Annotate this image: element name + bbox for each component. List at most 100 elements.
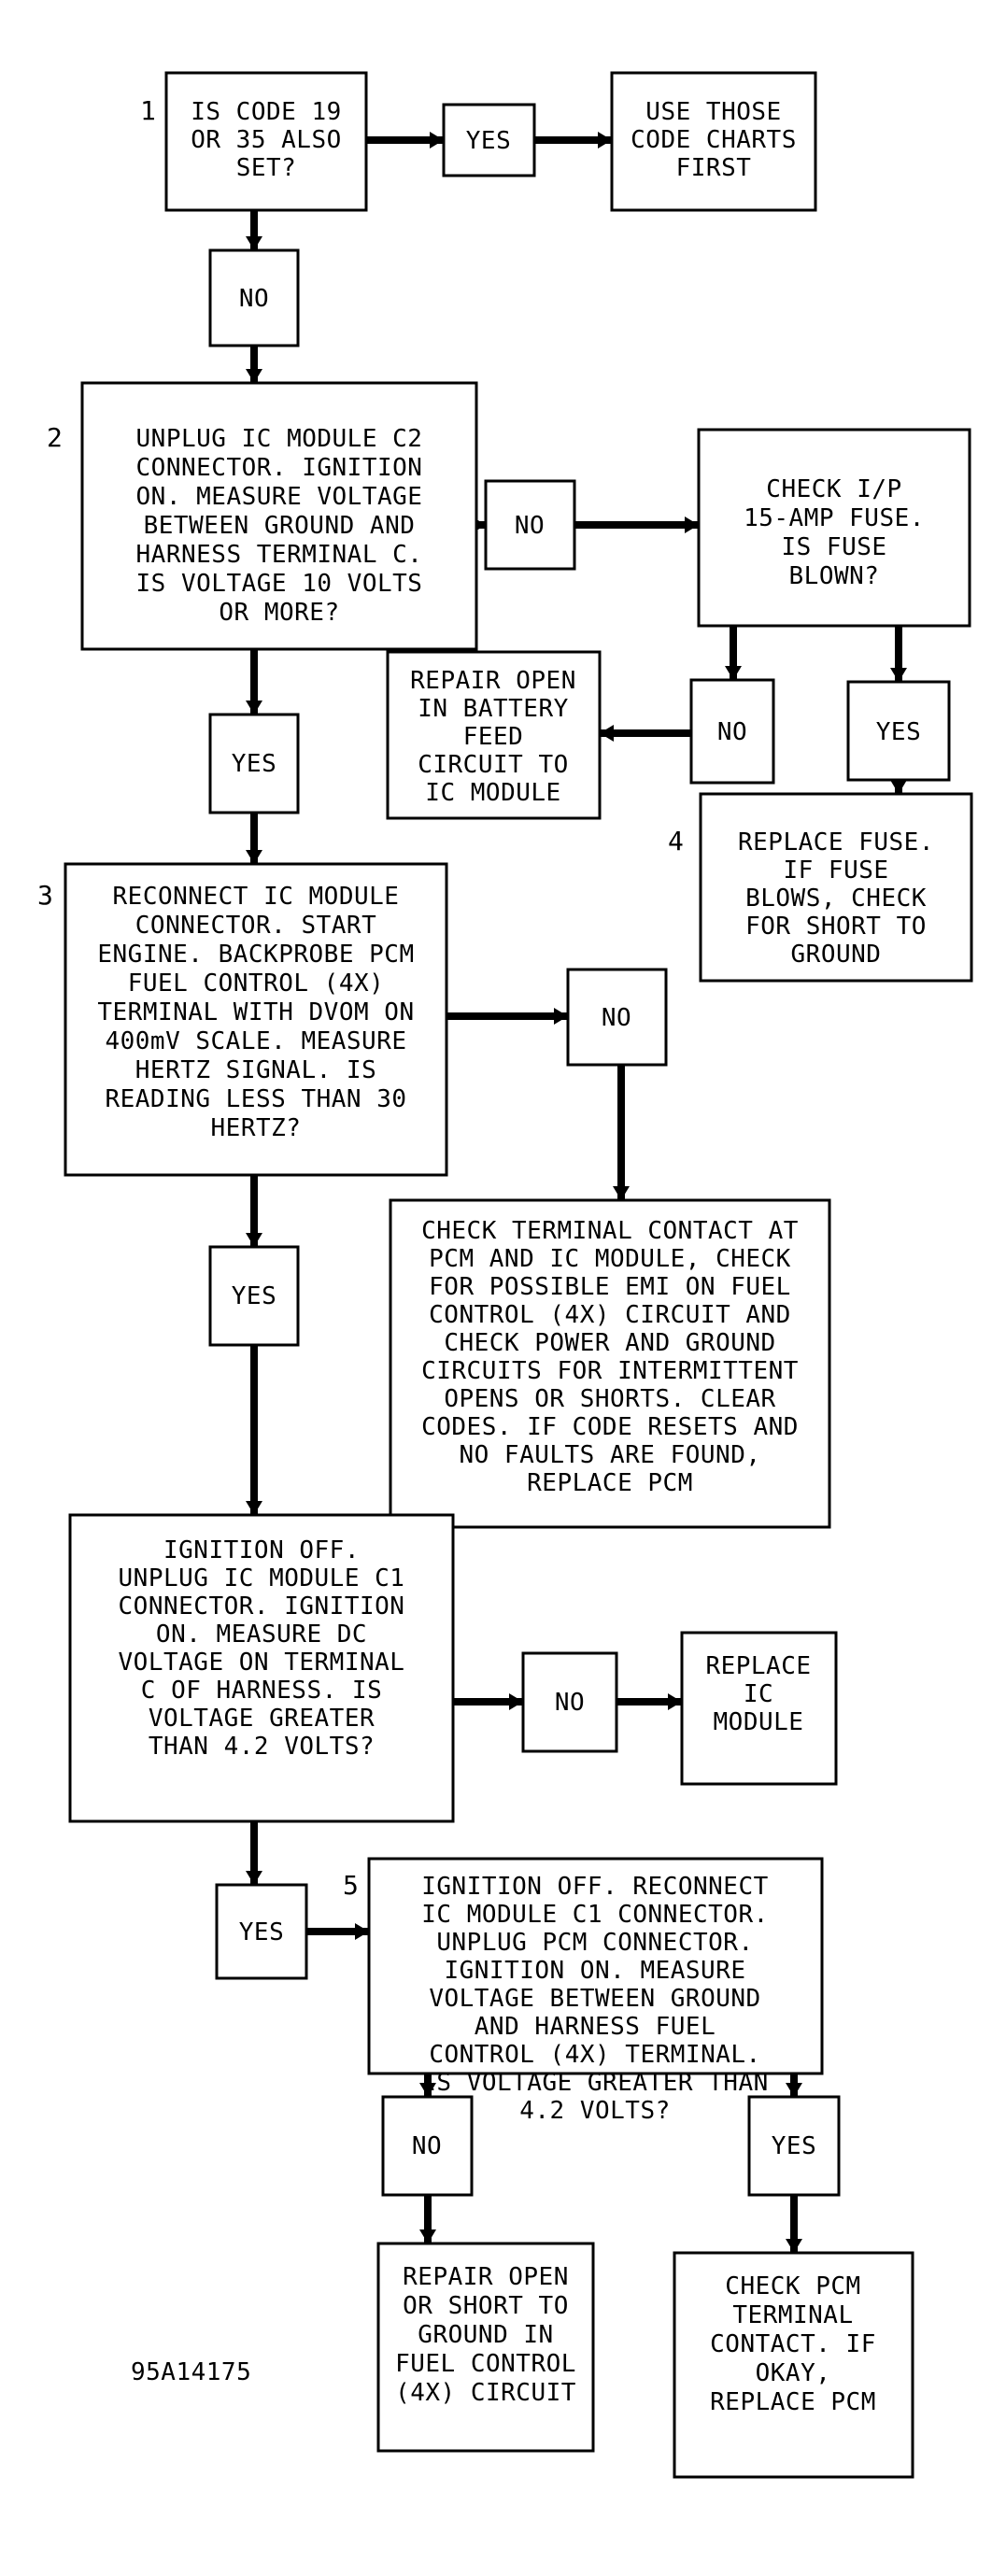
- text-line: 400mV SCALE. MEASURE: [105, 1027, 406, 1055]
- text-line: CONNECTOR. IGNITION: [136, 454, 423, 482]
- yes2-label: YES: [232, 750, 276, 778]
- arrow-head: [246, 236, 262, 250]
- arrow-head: [554, 1008, 568, 1025]
- text-line: FUEL CONTROL: [395, 2350, 576, 2378]
- step-number-4: 4: [668, 826, 684, 856]
- repair-short-box: [376, 2242, 595, 2453]
- text-line: FOR SHORT TO: [745, 913, 927, 941]
- boxes: [64, 71, 973, 2479]
- arrow-head: [600, 725, 614, 742]
- text-line: TERMINAL WITH DVOM ON: [97, 998, 414, 1026]
- text-line: IS VOLTAGE 10 VOLTS: [136, 570, 423, 598]
- step4-box: [699, 792, 973, 983]
- text-line: CONTACT. IF: [710, 2330, 876, 2358]
- text-line: GROUND IN: [418, 2321, 553, 2349]
- text-line: OR SHORT TO: [403, 2292, 569, 2320]
- text-line: OKAY,: [756, 2359, 831, 2387]
- text-line: TERMINAL: [732, 2301, 853, 2329]
- text-line: IS VOLTAGE GREATER THAN: [421, 2069, 769, 2097]
- text-line: PCM AND IC MODULE, CHECK: [429, 1245, 791, 1273]
- text-line: REPAIR OPEN: [410, 667, 576, 695]
- figure-id: 95A14175: [131, 2358, 251, 2386]
- text-line: VOLTAGE GREATER: [149, 1705, 375, 1733]
- text-line: CIRCUIT TO: [418, 751, 569, 779]
- arrow-head: [685, 517, 699, 533]
- yes-fuse-box: [846, 680, 951, 782]
- arrow-head: [419, 2229, 436, 2243]
- arrow-head: [613, 1186, 630, 1200]
- step-number-3: 3: [37, 880, 53, 911]
- text-line: CODE CHARTS: [631, 126, 797, 154]
- text-line: REPAIR OPEN: [403, 2263, 569, 2291]
- no5-box: [381, 2095, 474, 2197]
- arrow-head: [246, 369, 262, 383]
- text-line: AND HARNESS FUEL: [475, 2013, 716, 2041]
- arrow-head: [419, 2083, 436, 2097]
- yes4-label: YES: [239, 1918, 284, 1946]
- yes3-box: [208, 1245, 300, 1347]
- check-contact-box: [389, 1198, 831, 1529]
- step-number-2: 2: [47, 422, 63, 453]
- text-line: IC: [744, 1680, 773, 1708]
- text-line: ENGINE. BACKPROBE PCM: [97, 941, 414, 969]
- text-line: IGNITION OFF. RECONNECT: [421, 1873, 769, 1901]
- text-line: OR MORE?: [219, 599, 339, 627]
- text-line: CHECK POWER AND GROUND: [444, 1329, 775, 1357]
- no4-box: [521, 1651, 618, 1753]
- text-line: HERTZ SIGNAL. IS: [135, 1056, 376, 1084]
- text-line: REPLACE PCM: [527, 1469, 693, 1497]
- text-line: CONTROL (4X) TERMINAL.: [429, 2041, 760, 2069]
- step-numbers: 1 2 3 4 5: [37, 95, 684, 1901]
- text-line: IC MODULE: [425, 779, 560, 807]
- use-charts-box: [610, 71, 817, 212]
- text-line: BLOWN?: [789, 562, 880, 590]
- text-line: FOR POSSIBLE EMI ON FUEL: [429, 1273, 791, 1301]
- text-line: 4.2 VOLTS?: [519, 2097, 671, 2125]
- text-line: CONNECTOR. IGNITION: [119, 1592, 405, 1621]
- step1-box: [164, 71, 368, 212]
- no1-label: NO: [239, 285, 269, 313]
- no-fuse-label: NO: [717, 718, 747, 746]
- text-line: RECONNECT IC MODULE: [113, 883, 400, 911]
- step2-box: [80, 381, 478, 651]
- text-line: HARNESS TERMINAL C.: [136, 541, 423, 569]
- text-line: CONTROL (4X) CIRCUIT AND: [429, 1301, 791, 1329]
- yes1-box: [442, 103, 536, 177]
- yes1-label: YES: [466, 127, 511, 155]
- arrow-head: [246, 1871, 262, 1885]
- no2-label: NO: [515, 512, 545, 540]
- no3-box: [566, 968, 668, 1067]
- text-line: REPLACE FUSE.: [738, 828, 934, 856]
- text-line: CIRCUITS FOR INTERMITTENT: [421, 1357, 799, 1385]
- text-line: UNPLUG PCM CONNECTOR.: [436, 1929, 753, 1957]
- step-number-5: 5: [343, 1870, 359, 1901]
- text-line: CHECK PCM: [725, 2272, 860, 2300]
- step5-box: [367, 1857, 824, 2075]
- yes3-label: YES: [232, 1282, 276, 1310]
- text-line: CHECK TERMINAL CONTACT AT: [421, 1217, 799, 1245]
- decision-labels: YES NO NO NO YES YES NO YES NO YES NO YE…: [232, 127, 921, 2160]
- text-line: THAN 4.2 VOLTS?: [149, 1733, 375, 1761]
- check-pcm-box: [673, 2251, 914, 2479]
- text-line: REPLACE: [705, 1652, 811, 1680]
- text-line: VOLTAGE ON TERMINAL: [119, 1649, 405, 1677]
- text-line: FEED: [463, 723, 524, 751]
- text-line: IS FUSE: [781, 533, 886, 561]
- text-line: IGNITION OFF.: [163, 1536, 360, 1564]
- arrow-head: [725, 666, 742, 680]
- text-line: FIRST: [676, 154, 752, 182]
- text-line: OPENS OR SHORTS. CLEAR: [444, 1385, 775, 1413]
- no3-label: NO: [602, 1004, 631, 1032]
- arrow-head: [246, 1501, 262, 1515]
- text-line: NO FAULTS ARE FOUND,: [459, 1441, 760, 1469]
- text-line: C OF HARNESS. IS: [141, 1677, 382, 1705]
